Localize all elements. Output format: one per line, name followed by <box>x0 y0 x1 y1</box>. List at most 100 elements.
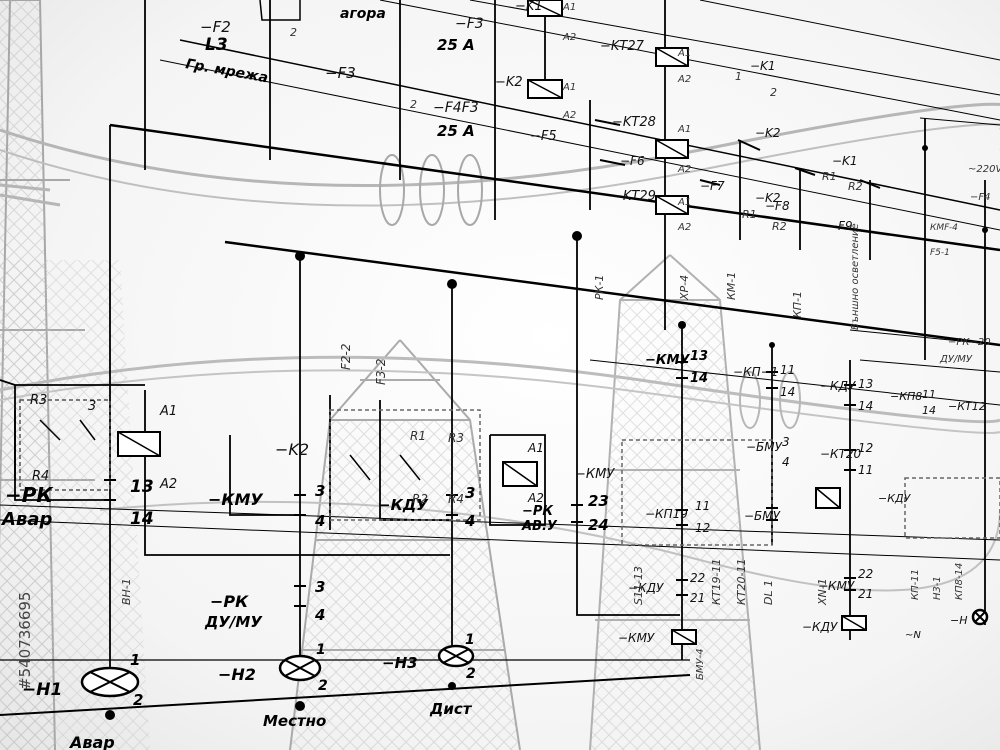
svg-text:A1: A1 <box>677 48 691 59</box>
svg-text:R4: R4 <box>448 492 464 506</box>
svg-text:2: 2 <box>318 678 328 694</box>
svg-text:−H: −H <box>950 614 968 627</box>
svg-text:КП8-14: КП8-14 <box>954 563 965 600</box>
svg-text:2: 2 <box>133 691 143 709</box>
busbars <box>0 0 1000 716</box>
svg-text:Н3-1: Н3-1 <box>932 576 943 600</box>
svg-text:F2-2: F2-2 <box>339 343 353 370</box>
svg-text:Външно осветление: Външно осветление <box>850 223 861 330</box>
svg-text:R2: R2 <box>412 492 428 506</box>
svg-text:R3: R3 <box>30 393 47 408</box>
svg-text:ВН-1: ВН-1 <box>120 578 133 605</box>
svg-text:1: 1 <box>316 642 326 658</box>
svg-text:−КП8: −КП8 <box>890 390 922 403</box>
svg-text:3: 3 <box>782 435 790 449</box>
svg-text:3: 3 <box>465 484 475 502</box>
svg-text:11: 11 <box>780 363 795 377</box>
svg-text:22: 22 <box>690 571 705 585</box>
svg-text:2: 2 <box>290 26 297 39</box>
svg-text:−КТ20: −КТ20 <box>820 447 862 461</box>
svg-text:−РК−20: −РК−20 <box>948 337 991 348</box>
svg-text:A2: A2 <box>677 164 691 175</box>
svg-text:2: 2 <box>466 666 476 682</box>
svg-text:3: 3 <box>88 399 96 414</box>
svg-text:25 A: 25 A <box>437 122 475 140</box>
svg-text:13: 13 <box>690 349 708 364</box>
svg-text:A2: A2 <box>159 477 177 492</box>
svg-text:24: 24 <box>588 516 609 534</box>
svg-text:4: 4 <box>314 512 325 530</box>
svg-text:13: 13 <box>130 477 154 497</box>
svg-text:−K2: −K2 <box>755 191 781 205</box>
svg-text:23: 23 <box>588 492 609 510</box>
svg-text:−КП19: −КП19 <box>645 507 688 521</box>
svg-text:22: 22 <box>858 567 873 581</box>
svg-text:−F4: −F4 <box>970 192 991 203</box>
svg-text:−БМУ: −БМУ <box>744 509 781 523</box>
svg-text:−F2: −F2 <box>200 18 231 36</box>
svg-text:−КМУ: −КМУ <box>208 490 263 509</box>
svg-text:14: 14 <box>858 399 873 413</box>
svg-text:A1: A1 <box>677 124 691 135</box>
svg-text:−РК: −РК <box>210 592 249 611</box>
svg-text:−КМУ: −КМУ <box>618 631 655 645</box>
svg-text:A1: A1 <box>677 197 691 208</box>
svg-text:−КТ12: −КТ12 <box>948 400 986 413</box>
svg-text:−КДУ: −КДУ <box>378 496 429 514</box>
svg-text:−KT27: −KT27 <box>600 39 645 54</box>
svg-text:АВ.У: АВ.У <box>521 519 558 534</box>
svg-text:−F7: −F7 <box>700 179 725 193</box>
svg-text:25 A: 25 A <box>437 36 475 54</box>
svg-text:2: 2 <box>770 86 777 99</box>
svg-text:−РК: −РК <box>5 483 54 507</box>
svg-text:КП-1: КП-1 <box>791 291 804 318</box>
svg-text:Местно: Местно <box>263 712 326 730</box>
svg-text:−КМУ: −КМУ <box>645 353 690 368</box>
svg-text:−F6: −F6 <box>620 154 645 168</box>
relay-coils <box>117 0 867 645</box>
svg-text:−F4F3: −F4F3 <box>433 100 479 116</box>
svg-text:4: 4 <box>782 455 790 469</box>
svg-text:4: 4 <box>314 606 325 624</box>
svg-text:A1: A1 <box>562 82 576 93</box>
svg-text:КТ20-11: КТ20-11 <box>735 559 748 606</box>
svg-text:−H1: −H1 <box>22 680 62 700</box>
svg-text:L3: L3 <box>205 35 228 55</box>
svg-text:A1: A1 <box>562 2 576 13</box>
svg-text:−КМУ: −КМУ <box>575 467 615 482</box>
svg-text:A2: A2 <box>677 74 691 85</box>
svg-text:−K2: −K2 <box>755 126 781 140</box>
svg-text:DL 1: DL 1 <box>762 580 775 605</box>
svg-text:−F3: −F3 <box>455 16 484 32</box>
svg-text:14: 14 <box>922 404 936 417</box>
svg-text:2: 2 <box>410 98 417 111</box>
svg-text:−K2: −K2 <box>275 440 309 459</box>
svg-text:F5-1: F5-1 <box>930 248 950 258</box>
svg-text:Авар: Авар <box>0 509 52 530</box>
svg-text:A2: A2 <box>527 491 544 505</box>
svg-text:−КДУ: −КДУ <box>802 620 838 634</box>
svg-text:11: 11 <box>858 463 873 477</box>
svg-text:КМ-1: КМ-1 <box>725 272 738 300</box>
svg-text:1: 1 <box>130 651 140 669</box>
svg-text:14: 14 <box>130 509 154 529</box>
svg-text:КП-11: КП-11 <box>910 569 921 600</box>
svg-text:4: 4 <box>464 512 475 530</box>
svg-text:−K1: −K1 <box>515 0 543 14</box>
svg-text:БМУ-4: БМУ-4 <box>695 648 706 680</box>
svg-text:R1: R1 <box>742 208 757 221</box>
svg-text:−F3: −F3 <box>325 64 356 82</box>
svg-text:R4: R4 <box>32 469 49 484</box>
svg-text:21: 21 <box>858 587 873 601</box>
svg-text:Авар: Авар <box>68 733 115 750</box>
svg-text:A2: A2 <box>562 110 576 121</box>
svg-text:−КП−1: −КП−1 <box>733 365 778 379</box>
svg-text:R2: R2 <box>848 180 863 193</box>
svg-text:13: 13 <box>858 377 873 391</box>
svg-text:A1: A1 <box>159 404 177 419</box>
svg-text:14: 14 <box>780 385 795 399</box>
